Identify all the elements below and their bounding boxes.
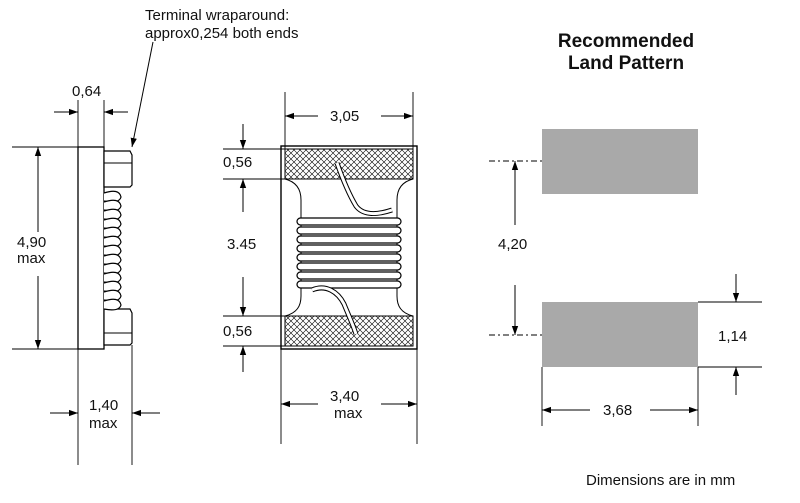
dim-height-qual: max (17, 250, 46, 267)
front-winding-turn (296, 226, 402, 235)
land-pattern: Recommended Land Pattern 4,20 1,14 3,68 (489, 31, 762, 426)
front-winding-turn (296, 235, 402, 244)
dim-terminal-label: 0,64 (72, 83, 101, 100)
dim-middle: 3.45 (227, 236, 256, 253)
terminal-note-line1: Terminal wraparound: (145, 7, 289, 24)
side-terminal-top (103, 150, 133, 188)
side-body (77, 146, 105, 350)
land-pad-top (542, 129, 698, 194)
front-winding-turn (296, 280, 402, 289)
dim-height-value: 4,90 (17, 234, 46, 251)
dim-top-width: 3,05 (330, 108, 359, 125)
land-pattern-title-line1: Recommended (558, 31, 694, 52)
dim-body-width-value: 3,40 (330, 388, 359, 405)
front-winding-turn (296, 253, 402, 262)
side-winding-turn (103, 298, 122, 311)
dim-top-band: 0,56 (223, 154, 252, 171)
terminal-note-leader (130, 41, 154, 148)
front-terminal-top (284, 148, 414, 180)
front-winding-turn (296, 262, 402, 271)
front-view: 3,05 0,56 3.45 0,56 3,40 max (223, 92, 418, 444)
front-winding-turn (296, 244, 402, 253)
front-winding-turn (296, 217, 402, 226)
land-pad-bottom (542, 302, 698, 367)
side-view: Terminal wraparound: approx0,254 both en… (12, 7, 298, 465)
dim-thickness-qual: max (89, 415, 118, 432)
dim-pad-height: 1,14 (718, 328, 747, 345)
dim-pad-width: 3,68 (603, 402, 632, 419)
side-terminal-bottom (103, 308, 133, 346)
dim-body-width-qual: max (334, 405, 363, 422)
dim-thickness-value: 1,40 (89, 397, 118, 414)
dim-bottom-band: 0,56 (223, 323, 252, 340)
land-pattern-title-line2: Land Pattern (568, 53, 684, 74)
front-winding-turn (296, 271, 402, 280)
dim-pitch: 4,20 (498, 236, 527, 253)
terminal-note-line2: approx0,254 both ends (145, 25, 298, 42)
side-winding (103, 190, 122, 311)
front-winding (296, 217, 402, 289)
units-note: Dimensions are in mm (586, 472, 735, 489)
